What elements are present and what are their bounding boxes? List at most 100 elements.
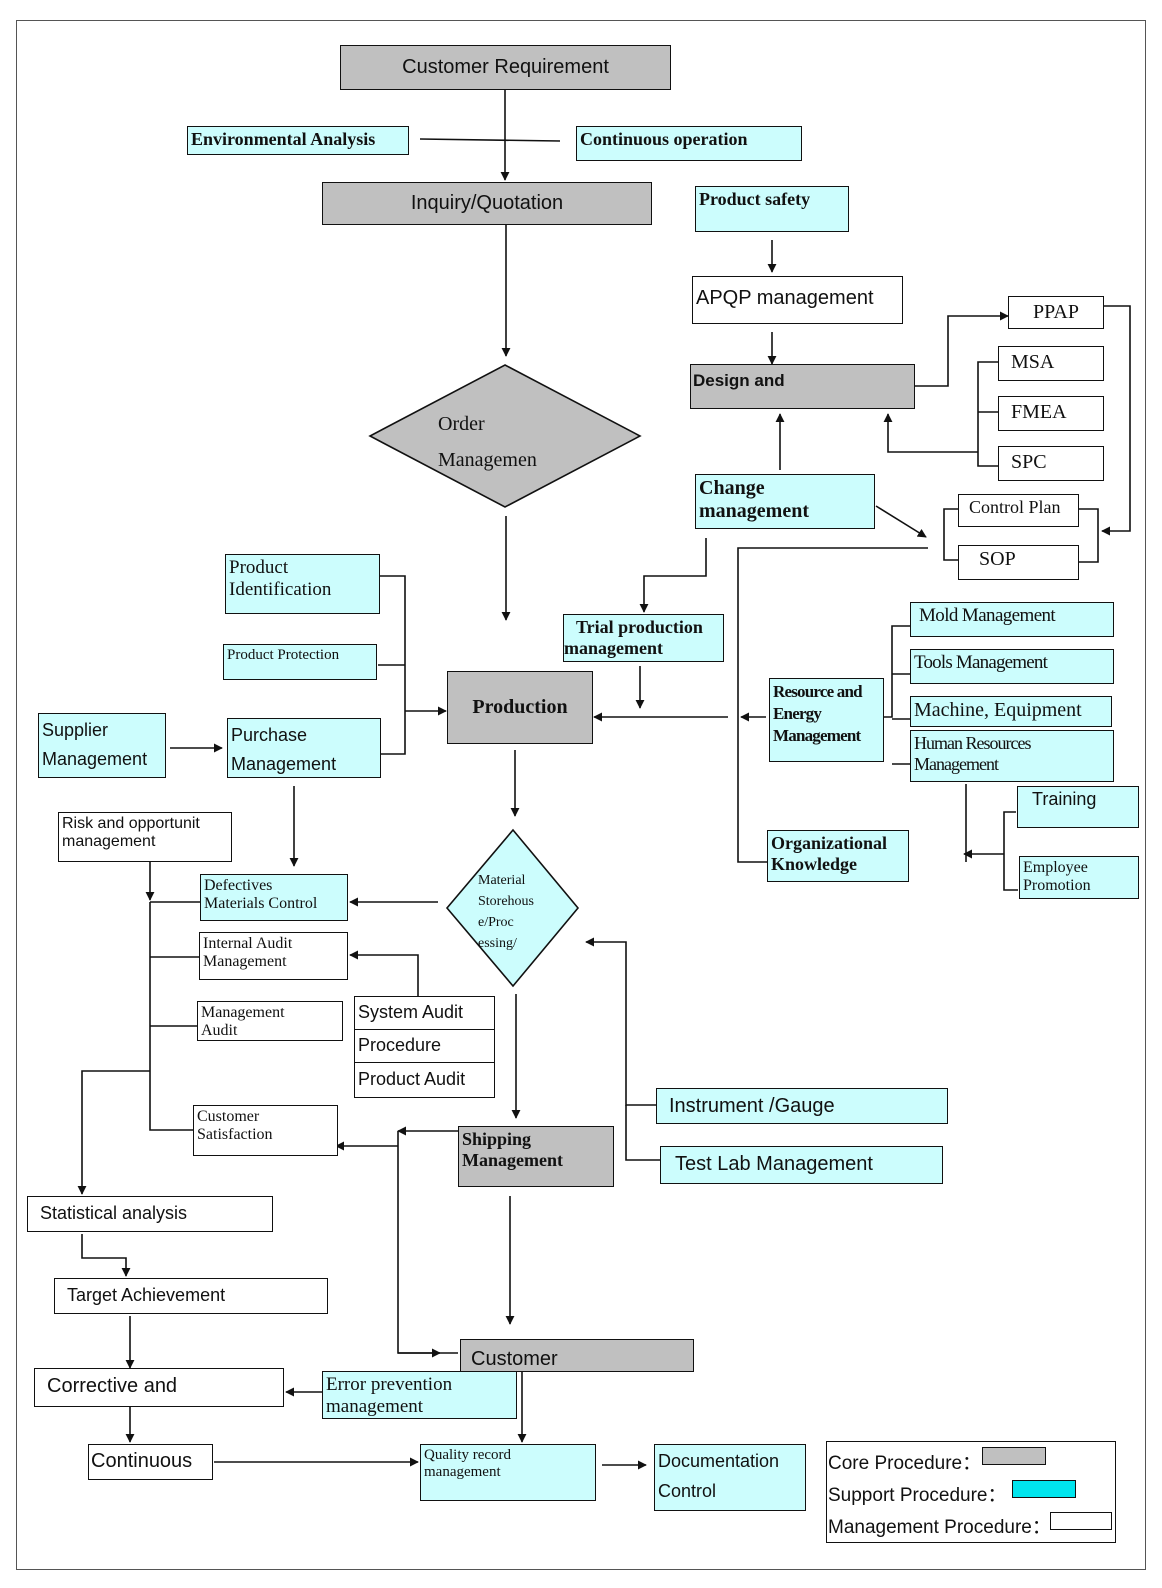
- risk-opportunity-box: Risk and opportunit management: [58, 812, 232, 862]
- product-identification-line-1: Product: [229, 557, 289, 578]
- resource-energy-box: Resource and Energy Management: [769, 678, 884, 762]
- continuous-label: Continuous: [91, 1450, 193, 1472]
- quality-record-line-2: management: [424, 1464, 501, 1481]
- arrow-bracket-to-design: [883, 413, 978, 453]
- sop-label: SOP: [979, 548, 1016, 570]
- customer-box: Customer: [460, 1339, 694, 1372]
- material-storehouse-diamond: [445, 828, 580, 988]
- management-audit-line-2: Audit: [201, 1022, 238, 1040]
- instrument-gauge-label: Instrument /Gauge: [669, 1095, 835, 1117]
- procedure-label: Procedure: [358, 1035, 442, 1055]
- target-achievement-label: Target Achievement: [67, 1285, 226, 1305]
- production-box: Production: [447, 671, 593, 744]
- quality-record-line-1: Quality record: [424, 1447, 512, 1463]
- resource-energy-line-1: Resource and: [773, 682, 863, 701]
- environmental-analysis-label: Environmental Analysis: [191, 129, 376, 149]
- customer-satisfaction-line-2: Satisfaction: [197, 1126, 273, 1144]
- statistical-analysis-box: Statistical analysis: [27, 1196, 273, 1232]
- legend-management-swatch: [1050, 1512, 1112, 1530]
- change-management-line-1: Change: [699, 477, 765, 499]
- continuous-operation-label: Continuous operation: [580, 129, 748, 149]
- arrow-audit-to-internal: [349, 950, 419, 996]
- arrow-training-bracket: [1003, 811, 1018, 891]
- line-cp-to-left: [737, 547, 928, 863]
- customer-label: Customer: [471, 1348, 558, 1370]
- continuous-improvement-box: Continuous: [88, 1444, 213, 1480]
- training-label: Training: [1032, 789, 1097, 809]
- legend-support-swatch: [1012, 1480, 1076, 1498]
- supplier-management-line-2: Management: [42, 748, 148, 769]
- quality-record-box: Quality record management: [420, 1444, 596, 1501]
- order-management-line-1: Order: [438, 413, 485, 435]
- control-plan-box: Control Plan: [958, 494, 1079, 527]
- management-audit-box: Management Audit: [197, 1001, 343, 1041]
- legend-core-swatch: [982, 1447, 1046, 1465]
- resource-energy-line-3: Management: [773, 726, 861, 746]
- line-ppap-to-controlplan: [1101, 305, 1131, 536]
- defectives-control-line-2: Materials Control: [204, 895, 318, 913]
- apqp-management-box: APQP management: [692, 276, 903, 324]
- corrective-action-box: Corrective and: [34, 1368, 284, 1407]
- change-management-box: Change management: [695, 474, 875, 529]
- fmea-box: FMEA: [998, 396, 1104, 431]
- arrow-spine-to-stat: [77, 1070, 150, 1195]
- product-safety-box: Product safety: [695, 186, 849, 232]
- product-audit-label: Product Audit: [358, 1069, 466, 1089]
- management-audit-line-1: Management: [201, 1004, 285, 1021]
- shipping-management-line-2: Management: [462, 1149, 563, 1170]
- organizational-knowledge-box: Organizational Knowledge: [767, 830, 909, 882]
- customer-satisfaction-box: Customer Satisfaction: [193, 1105, 338, 1156]
- resource-energy-line-2: Energy: [773, 704, 822, 724]
- customer-requirement-label: Customer Requirement: [402, 56, 609, 78]
- human-resources-line-2: Management: [914, 753, 999, 774]
- tools-management-box: Tools Management: [910, 649, 1114, 684]
- order-management-label: Order Managemen: [438, 406, 578, 478]
- spc-label: SPC: [1011, 451, 1047, 473]
- line-env-continuous: [419, 138, 561, 142]
- line-msa-bracket: [977, 361, 998, 467]
- control-plan-label: Control Plan: [969, 497, 1061, 517]
- risk-opportunity-line-1: Risk and opportunit: [62, 815, 200, 832]
- product-protection-label: Product Protection: [227, 647, 340, 663]
- defectives-control-box: Defectives Materials Control: [200, 874, 348, 921]
- inquiry-quotation-box: Inquiry/Quotation: [322, 182, 652, 225]
- documentation-control-box: Documentation Control: [654, 1444, 806, 1511]
- order-management-diamond: [368, 364, 642, 508]
- arrow-change-to-trial: [639, 538, 707, 613]
- ppap-box: PPAP: [1008, 296, 1104, 329]
- material-storehouse-line-2: Storehous: [478, 894, 534, 909]
- organizational-knowledge-line-2: Knowledge: [771, 853, 858, 874]
- legend-core-label: Core Procedure：: [828, 1453, 982, 1474]
- human-resources-line-1: Human Resources: [914, 733, 1031, 753]
- line-cp-sop-bracket: [943, 508, 958, 561]
- machine-equipment-box: Machine, Equipment: [910, 696, 1112, 727]
- material-storehouse-label: Material Storehous e/Proc essing/: [478, 870, 552, 950]
- material-storehouse-line-1: Material: [478, 873, 526, 888]
- trial-production-line-2: management: [564, 638, 663, 658]
- error-prevention-line-2: management: [326, 1395, 424, 1417]
- change-management-line-2: management: [699, 500, 809, 522]
- design-and-label: Design and: [693, 371, 785, 390]
- ppap-label: PPAP: [1033, 301, 1079, 323]
- customer-requirement-box: Customer Requirement: [340, 45, 671, 90]
- shipping-management-line-1: Shipping: [462, 1129, 532, 1149]
- product-protection-box: Product Protection: [223, 644, 377, 680]
- training-box: Training: [1017, 786, 1139, 828]
- instrument-gauge-box: Instrument /Gauge: [656, 1088, 948, 1124]
- spc-box: SPC: [998, 446, 1104, 481]
- line-cp-right: [1078, 508, 1099, 563]
- organizational-knowledge-line-1: Organizational: [771, 833, 887, 853]
- tools-management-label: Tools Management: [914, 652, 1048, 673]
- shipping-management-box: Shipping Management: [458, 1126, 614, 1187]
- line-testlab-tick: [625, 1105, 660, 1161]
- product-identification-line-2: Identification: [229, 578, 332, 600]
- documentation-control-line-2: Control: [658, 1480, 717, 1501]
- product-audit-box: Product Audit: [354, 1062, 495, 1098]
- internal-audit-box: Internal Audit Management: [199, 932, 348, 980]
- trial-production-box: Trial production management: [563, 614, 724, 662]
- customer-satisfaction-line-1: Customer: [197, 1108, 260, 1125]
- line-resource-bracket: [882, 625, 910, 718]
- target-achievement-box: Target Achievement: [54, 1278, 328, 1314]
- purchase-management-box: Purchase Management: [227, 718, 381, 778]
